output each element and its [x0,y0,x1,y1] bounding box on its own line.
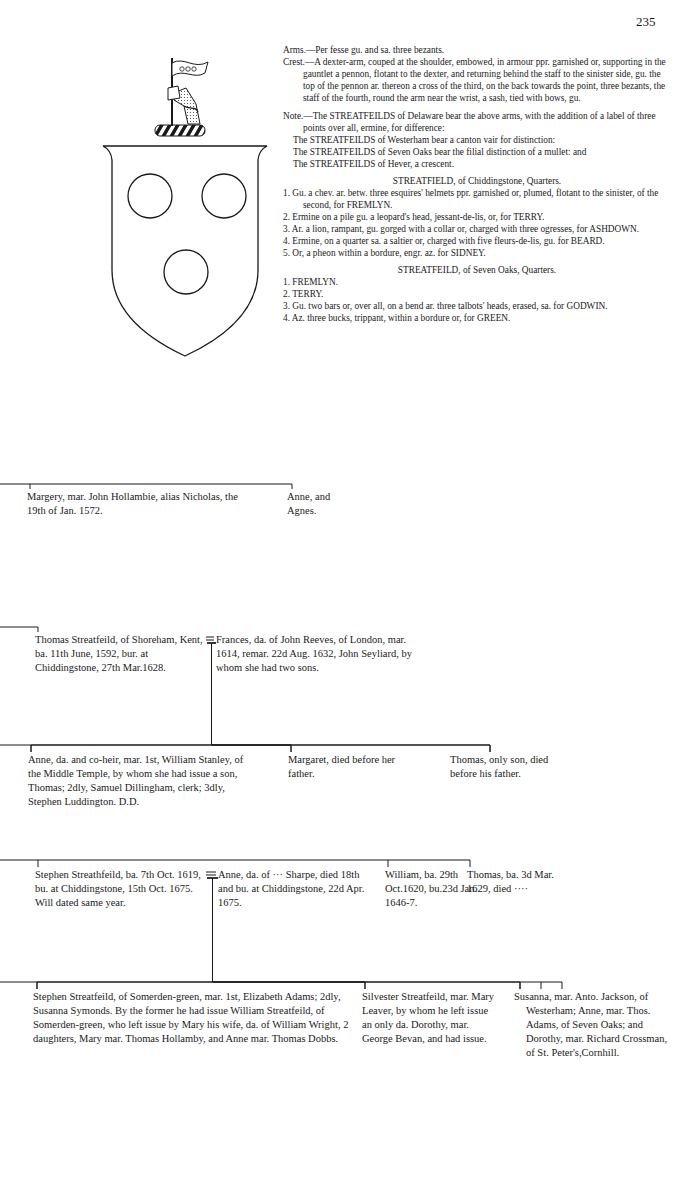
descent-line [0,627,38,632]
sash [184,106,198,112]
pedigree-entry: Susanna, mar. Anto. Jackson, of Westerha… [514,990,672,1060]
bezant [180,67,184,71]
blazon-text: 4. Az. three bucks, trippant, within a b… [283,312,671,324]
quarters-heading: STREATFEILD, of Seven Oaks, Quarters. [283,264,671,276]
pedigree-entry: Anne, da. and co-heir, mar. 1st, William… [28,753,256,809]
blazon-text: 1. Gu. a chev. ar. betw. three esquires'… [283,187,671,211]
quarters-heading: STREATFIELD, of Chiddingstone, Quarters. [283,175,671,187]
blazon-text: 2. Ermine on a pile gu. a leopard's head… [283,211,671,223]
descent-line [207,643,490,752]
blazon-text: Crest.—A dexter-arm, couped at the shoul… [283,56,671,104]
bezant [164,250,208,294]
person-text: Silvester Streatfeild, mar. Mary Leaver,… [362,990,500,1046]
descent-line [541,982,542,989]
blazon-text: Note.—The STREATFEILDS of Delaware bear … [283,110,671,134]
pedigree-entry: Stephen Streatfeild, of Somerden-green, … [33,990,349,1046]
blazon-text: 3. Ar. a lion, rampant, gu. gorged with … [283,223,671,235]
descent-line [520,982,562,989]
person-text: Thomas Streatfeild, of Shoreham, Kent, b… [35,633,207,675]
pedigree-entry: Silvester Streatfeild, mar. Mary Leaver,… [362,990,500,1046]
descent-line [0,745,31,746]
blazon-text: The STREATFEILDS of Hever, a crescent. [283,158,671,170]
blazon-text: 4. Ermine, on a quarter sa. a saltier or… [283,235,671,247]
pedigree-entry: Margery, mar. John Hollambie, alias Nich… [27,490,249,518]
person-text: Anne, da. and co-heir, mar. 1st, William… [28,753,256,809]
person-text: Susanna, mar. Anto. Jackson, of Westerha… [514,990,672,1060]
descent-line [37,878,213,989]
pedigree-entry: Frances, da. of John Reeves, of London, … [216,633,432,675]
pedigree-entry: Thomas, ba. 3d Mar. 1629, died ···· [467,868,579,896]
bezant [202,174,246,218]
pedigree-entry: Anne, da. of ··· Sharpe, died 18th and b… [218,868,368,910]
person-text: Thomas, ba. 3d Mar. 1629, died ···· [467,868,579,896]
person-text: Stephen Streatfeild, of Somerden-green, … [33,990,349,1046]
torse-wreath [155,125,205,136]
blazon-column: Arms.—Per fesse gu. and sa. three bezant… [283,44,671,324]
bezant [186,67,190,71]
descent-line [207,878,365,989]
bezant [192,67,196,71]
descent-line [213,878,521,989]
pedigree-entry: Stephen Streathfeild, ba. 7th Oct. 1619,… [35,868,207,910]
descent-line [388,860,389,867]
descent-line [31,643,216,752]
descent-line [207,878,520,989]
blazon-text: Arms.—Per fesse gu. and sa. three bezant… [283,44,671,56]
descent-line [213,878,366,989]
page-number: 235 [636,14,656,30]
person-text: Margery, mar. John Hollambie, alias Nich… [27,490,249,518]
person-text: Margaret, died before her father. [288,753,400,781]
descent-line [0,484,292,489]
bezant [128,174,172,218]
person-text: Anne, da. of ··· Sharpe, died 18th and b… [218,868,368,910]
person-text: Stephen Streathfeild, ba. 7th Oct. 1619,… [35,868,207,910]
blazon-text: The STREATFEILDS of Westerham bear a can… [283,134,671,146]
descent-line [212,643,491,752]
blazon-text: 3. Gu. two bars or, over all, on a bend … [283,300,671,312]
pedigree-entry: Anne, and Agnes. [287,490,339,518]
crest [155,58,208,136]
marriage-sign [206,637,214,640]
descent-line [31,643,212,752]
pennon [172,61,208,76]
blazon-text: The STREATFEILDS of Seven Oaks bear the … [283,146,671,158]
pedigree-entry: Thomas Streatfeild, of Shoreham, Kent, b… [35,633,207,675]
marriage-sign [206,872,216,875]
person-text: Frances, da. of John Reeves, of London, … [216,633,432,675]
descent-line [30,484,31,489]
descent-line [37,878,218,989]
shield [103,146,267,356]
gauntlet [168,86,180,100]
descent-line [207,643,291,752]
descent-line [0,982,37,983]
blazon-text: 1. FREMLYN. [283,276,671,288]
pedigree-entry: Margaret, died before her father. [288,753,400,781]
descent-line [0,860,470,867]
pedigree-entry: Thomas, only son, died before his father… [450,753,574,781]
blazon-text: 5. Or, a pheon within a bordure, engr. a… [283,247,671,259]
blazon-text: 2. TERRY. [283,288,671,300]
person-text: Anne, and Agnes. [287,490,339,518]
person-text: Thomas, only son, died before his father… [450,753,574,781]
descent-line [38,860,39,867]
descent-line [212,643,292,752]
